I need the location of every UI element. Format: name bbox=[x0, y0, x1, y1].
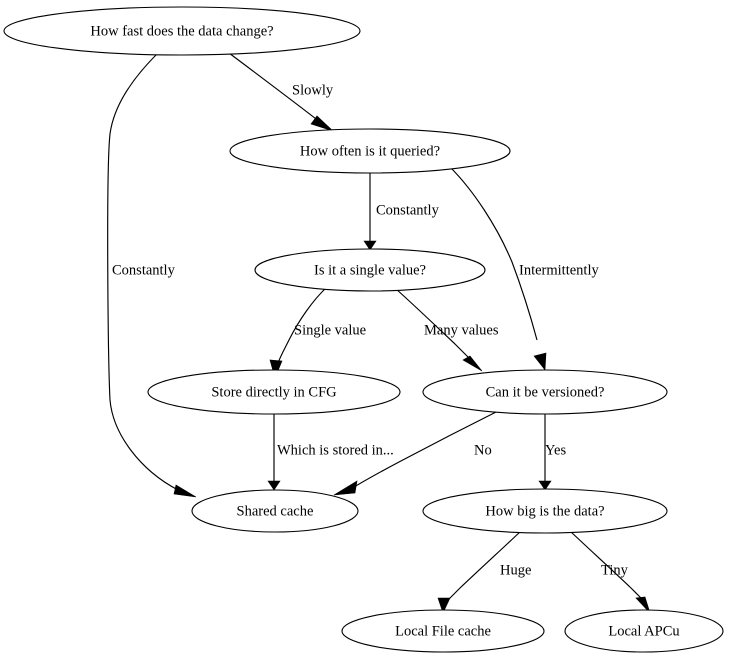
edge-path bbox=[277, 286, 328, 364]
node-shape[interactable] bbox=[564, 609, 724, 653]
node-store-directly-in-cfg[interactable]: Store directly in CFG bbox=[147, 369, 401, 415]
edge-often-to-single: Constantly bbox=[363, 173, 440, 251]
edge-howbig-to-localfile: Huge bbox=[437, 530, 531, 614]
arrow-head bbox=[538, 480, 552, 491]
node-shape[interactable] bbox=[422, 488, 668, 534]
edge-path bbox=[447, 530, 522, 601]
arrow-head bbox=[462, 355, 483, 372]
edge-cfg-to-shared: Which is stored in... bbox=[267, 414, 394, 491]
edge-single-to-cfg: Single value bbox=[269, 286, 366, 379]
edge-label-constantly-left: Constantly bbox=[112, 262, 176, 278]
edge-label-yes: Yes bbox=[545, 442, 566, 458]
arrow-head bbox=[310, 115, 334, 132]
arrow-head bbox=[267, 480, 281, 491]
edge-often-to-versioned: Intermittently bbox=[449, 166, 599, 371]
node-shape[interactable] bbox=[147, 369, 401, 415]
node-shape[interactable] bbox=[422, 369, 668, 415]
edge-path bbox=[228, 52, 321, 123]
arrow-head bbox=[437, 597, 451, 614]
edge-label-which-is-stored-in: Which is stored in... bbox=[277, 442, 394, 458]
node-shape[interactable] bbox=[3, 6, 361, 56]
edge-label-no: No bbox=[474, 442, 492, 458]
arrow-head bbox=[363, 240, 377, 251]
edge-path bbox=[395, 288, 473, 362]
node-how-fast[interactable]: How fast does the data change? bbox=[3, 6, 361, 56]
edge-versioned-to-shared: No bbox=[333, 408, 503, 496]
arrow-head bbox=[533, 352, 547, 371]
edge-path bbox=[449, 166, 538, 341]
node-label: How big is the data? bbox=[485, 503, 604, 519]
node-label: Local APCu bbox=[608, 623, 679, 639]
edge-label-huge: Huge bbox=[500, 562, 531, 578]
node-how-often[interactable]: How often is it queried? bbox=[229, 128, 511, 174]
edge-versioned-to-howbig: Yes bbox=[538, 414, 566, 491]
edge-label-slowly: Slowly bbox=[292, 82, 334, 98]
node-can-it-be-versioned[interactable]: Can it be versioned? bbox=[422, 369, 668, 415]
node-shared-cache[interactable]: Shared cache bbox=[191, 489, 359, 533]
edges-layer: Constantly Slowly Constantly Intermitten… bbox=[107, 52, 651, 614]
edge-howbig-to-localapcu: Tiny bbox=[569, 530, 651, 614]
edge-fast-to-often: Slowly bbox=[228, 52, 334, 132]
edge-label-intermittently: Intermittently bbox=[519, 262, 599, 278]
edge-label-single-value: Single value bbox=[294, 322, 366, 338]
node-label: Is it a single value? bbox=[314, 262, 426, 278]
edge-single-to-versioned: Many values bbox=[395, 288, 499, 372]
node-is-single-value[interactable]: Is it a single value? bbox=[254, 248, 486, 292]
node-local-file-cache[interactable]: Local File cache bbox=[341, 609, 545, 653]
edge-path bbox=[353, 408, 503, 488]
edge-path bbox=[569, 530, 644, 601]
node-shape[interactable] bbox=[229, 128, 511, 174]
node-shape[interactable] bbox=[191, 489, 359, 533]
nodes-layer: How fast does the data change? How often… bbox=[3, 6, 724, 653]
edge-label-tiny: Tiny bbox=[601, 562, 629, 578]
node-shape[interactable] bbox=[341, 609, 545, 653]
arrow-head bbox=[635, 596, 651, 614]
node-local-apcu[interactable]: Local APCu bbox=[564, 609, 724, 653]
arrow-head bbox=[333, 480, 358, 496]
node-how-big-is-the-data[interactable]: How big is the data? bbox=[422, 488, 668, 534]
node-label: How often is it queried? bbox=[300, 143, 440, 159]
arrow-head bbox=[173, 484, 197, 498]
node-label: Can it be versioned? bbox=[486, 384, 605, 400]
node-label: Shared cache bbox=[237, 503, 314, 519]
edge-path bbox=[107, 53, 179, 491]
edge-label-many-values: Many values bbox=[424, 322, 499, 338]
node-label: How fast does the data change? bbox=[90, 23, 273, 39]
node-label: Store directly in CFG bbox=[211, 384, 337, 400]
edge-label-constantly-mid: Constantly bbox=[376, 202, 440, 218]
edge-fast-to-shared: Constantly bbox=[107, 53, 197, 498]
node-shape[interactable] bbox=[254, 248, 486, 292]
node-label: Local File cache bbox=[395, 623, 491, 639]
